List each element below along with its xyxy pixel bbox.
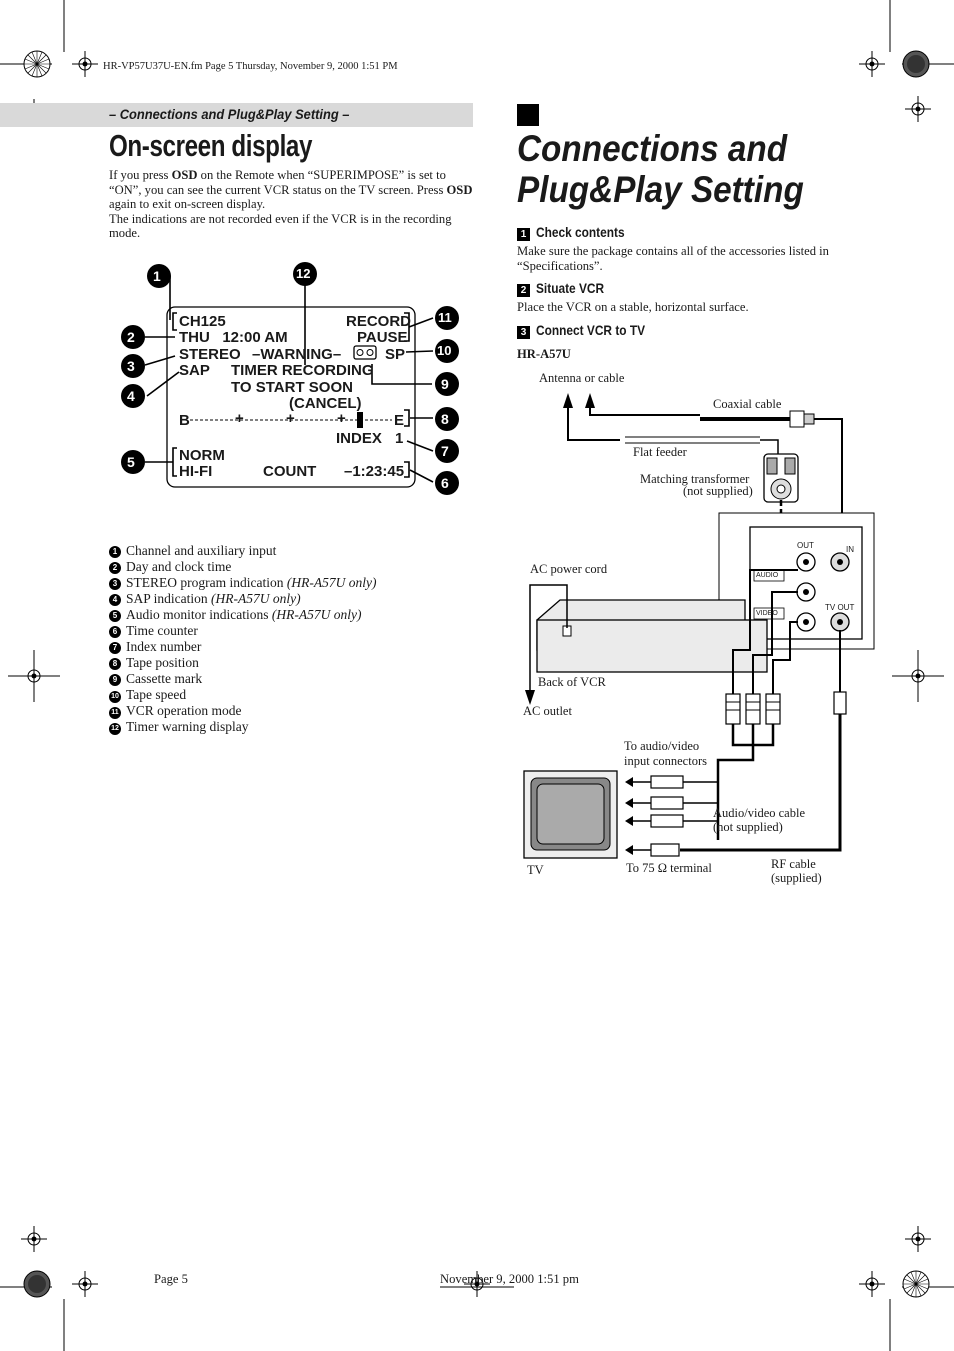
step-2-text: Place the VCR on a stable, horizontal su… — [517, 300, 749, 314]
osd-timer-line2: TO START SOON — [231, 379, 353, 396]
callout-number: 7 — [441, 443, 449, 459]
file-info: HR-VP57U37U-EN.fm Page 5 Thursday, Novem… — [103, 61, 398, 72]
osd-index: INDEX — [336, 430, 382, 447]
osd-record: RECORD — [346, 313, 412, 330]
osd-tape-begin: B — [179, 412, 190, 429]
osd-key: OSD — [446, 182, 473, 197]
osd-counter: –1:23:45 — [344, 463, 405, 480]
label-to-av: To audio/video — [624, 739, 700, 753]
callout-number: 4 — [127, 388, 135, 404]
label-supplied: (supplied) — [771, 871, 822, 885]
registration-dark-icon — [23, 1270, 51, 1298]
callout-number: 9 — [441, 376, 449, 392]
footer-page-number: Page 5 — [154, 1272, 188, 1286]
intro-note: The indications are not recorded even if… — [109, 211, 452, 241]
osd-speed: SP — [385, 346, 406, 363]
osd-hifi: HI-FI — [179, 463, 213, 480]
step-1-text: Make sure the package contains all of th… — [517, 244, 829, 273]
callout-number: 11 — [438, 310, 452, 325]
osd-pause: PAUSE — [357, 329, 408, 346]
label-antenna: Antenna or cable — [539, 371, 625, 385]
osd-norm: NORM — [179, 447, 225, 464]
intro-part: If you press — [109, 168, 172, 182]
osd-cancel: (CANCEL) — [289, 395, 362, 412]
label-75-terminal: To 75 Ω terminal — [626, 861, 712, 875]
osd-channel: CH125 — [179, 313, 226, 330]
label-audio: AUDIO — [756, 572, 779, 579]
main-title: Connections and Plug&Play Setting — [517, 128, 804, 210]
section-header-title: – Connections and Plug&Play Setting – — [109, 106, 350, 122]
footer-date: November 9, 2000 1:51 pm — [440, 1272, 579, 1286]
callout-number: 5 — [127, 454, 135, 470]
label-rf-cable: RF cable — [771, 857, 816, 871]
osd-stereo: STEREO — [179, 346, 241, 363]
label-tv-out: TV OUT — [825, 603, 855, 612]
label-video: VIDEO — [756, 610, 778, 617]
osd-screen: CH125 RECORD THU 12:00 AM PAUSE STEREO –… — [127, 266, 452, 491]
label-ac-cord: AC power cord — [530, 562, 608, 576]
callout-number: 8 — [441, 411, 449, 427]
osd-count: COUNT — [263, 463, 317, 480]
label-not-supplied: (not supplied) — [683, 484, 753, 498]
section-marker — [517, 104, 539, 126]
header-bar — [0, 103, 473, 127]
label-ac-outlet: AC outlet — [523, 704, 572, 718]
callout-number: 12 — [296, 266, 311, 281]
registration-sun-icon — [902, 1270, 930, 1298]
label-out: OUT — [797, 541, 814, 550]
callout-number: 1 — [153, 268, 161, 284]
intro-text: If you press OSD on the Remote when “SUP… — [109, 168, 474, 241]
osd-warning: –WARNING– — [252, 346, 342, 363]
osd-key: OSD — [171, 168, 198, 182]
label-in: IN — [846, 545, 854, 554]
intro-part: again to exit on-screen display. — [109, 197, 266, 212]
label-input-connectors: input connectors — [624, 754, 707, 768]
osd-index-number: 1 — [395, 430, 404, 447]
osd-timer-line1: TIMER RECORDING — [231, 362, 374, 379]
callout-number: 3 — [127, 358, 135, 374]
osd-tape-end: E — [394, 412, 405, 429]
label-back-vcr: Back of VCR — [538, 675, 606, 689]
callout-number: 10 — [437, 343, 452, 358]
model-label: HR-A57U — [517, 347, 571, 361]
label-av-cable: Audio/video cable — [713, 806, 805, 820]
registration-sun-icon — [23, 50, 51, 78]
label-flat-feeder: Flat feeder — [633, 445, 687, 459]
osd-day-time: THU 12:00 AM — [179, 329, 288, 346]
intro-part: on the Remote when “SUPERIMPOSE” is set … — [109, 168, 447, 197]
osd-sap: SAP — [179, 362, 210, 379]
label-coaxial: Coaxial cable — [713, 397, 782, 411]
callout-number: 6 — [441, 475, 449, 491]
page-title: On-screen display — [109, 128, 313, 163]
registration-dark-icon — [902, 50, 930, 78]
label-av-not-supplied: (not supplied) — [713, 820, 783, 834]
label-matching-transformer: Matching transformer — [640, 472, 750, 486]
callout-number: 2 — [127, 329, 135, 345]
label-tv: TV — [527, 863, 544, 877]
